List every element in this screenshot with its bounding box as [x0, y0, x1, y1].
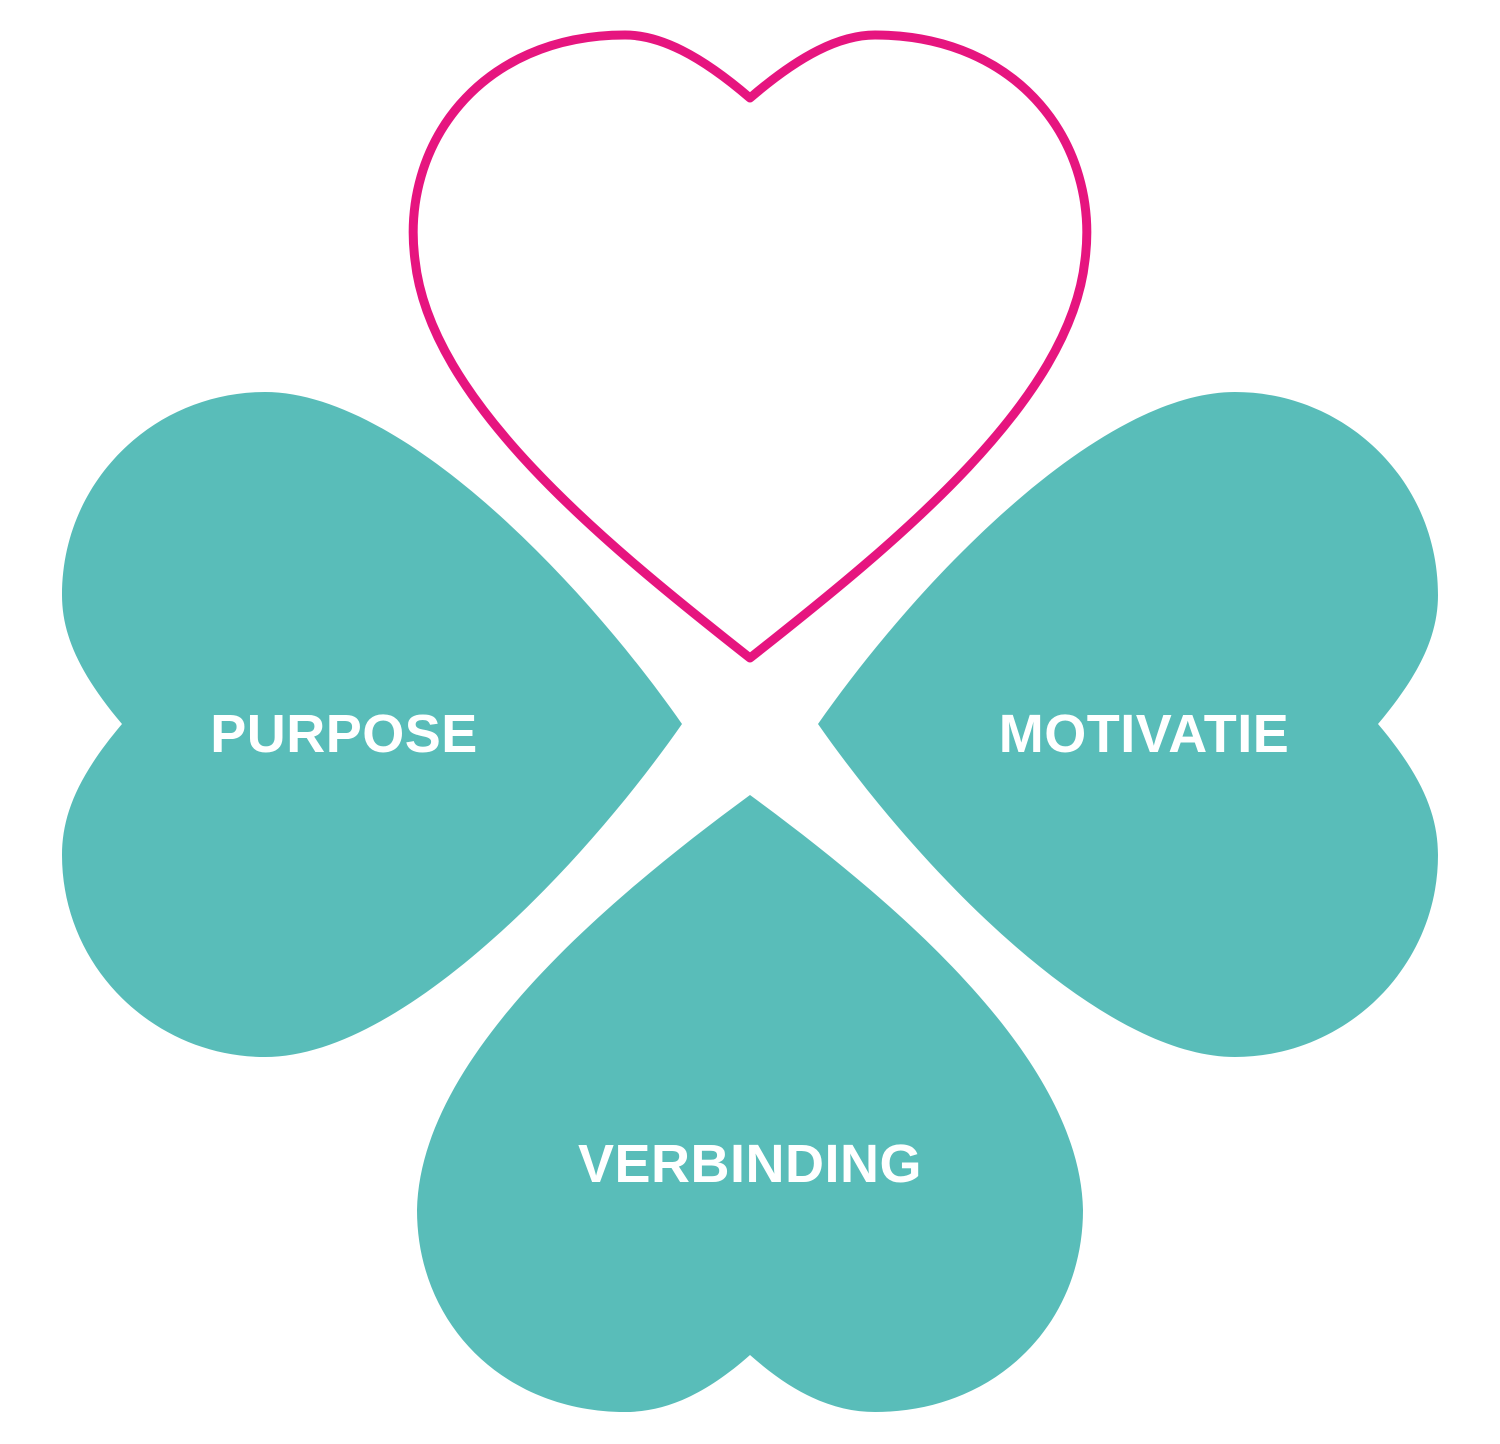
left-heart-purpose: [62, 392, 682, 1057]
leaf-label-purpose: PURPOSE: [210, 704, 478, 764]
right-heart-motivatie: [818, 392, 1438, 1057]
top-heart-outline: [408, 30, 1092, 663]
bottom-heart-verbinding: [417, 795, 1083, 1412]
leaf-label-verbinding: VERBINDING: [578, 1134, 922, 1194]
leaf-label-motivatie: MOTIVATIE: [999, 704, 1289, 764]
